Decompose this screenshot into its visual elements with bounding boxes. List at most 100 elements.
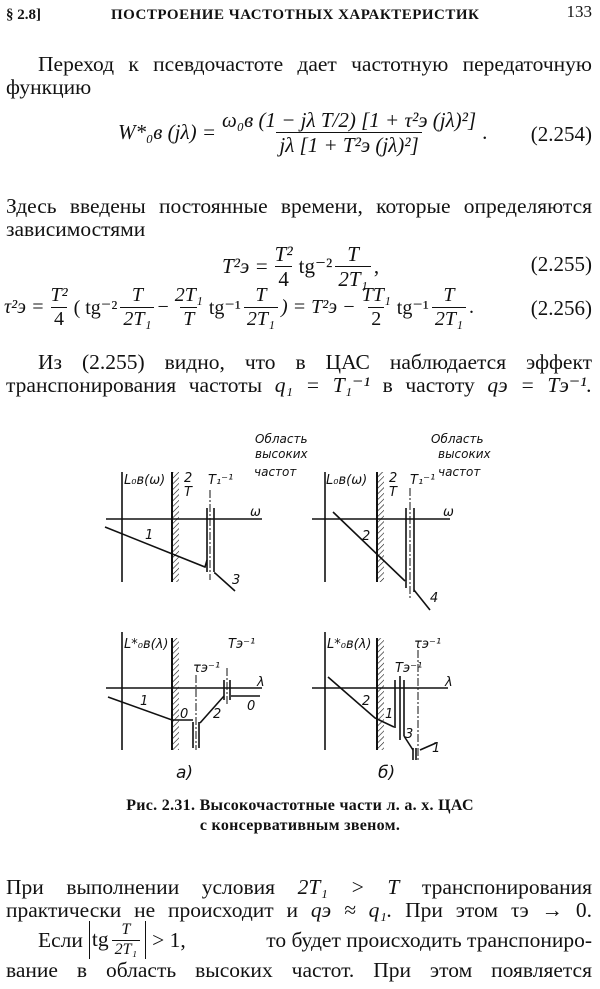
denominator: 2T₁ xyxy=(243,307,278,331)
curve-label: 4 xyxy=(430,591,438,606)
text: в частоту xyxy=(382,373,475,397)
paragraph-line: Из (2.255) видно, что в ЦАС наблюдается … xyxy=(38,350,592,374)
label: T xyxy=(184,485,193,500)
fraction: ω₀в (1 − jλ T/2) [1 + τ²э (jλ)²] jλ [1 +… xyxy=(219,108,479,157)
label: 2 xyxy=(389,471,397,486)
y-label: L₀в(ω) xyxy=(124,473,165,488)
eq-lhs: τ²э = xyxy=(4,296,45,318)
panel-label: б) xyxy=(378,763,395,783)
paragraph-line: практически не происходит и qэ ≈ q₁. При… xyxy=(6,896,592,924)
equation-number: (2.256) xyxy=(530,296,592,320)
denominator: jλ [1 + T²э (jλ)²] xyxy=(276,132,422,157)
punct: . xyxy=(468,296,474,318)
paragraph-line: транспонирования частоты q₁ = T₁⁻¹ в час… xyxy=(6,371,592,399)
denominator: 4 xyxy=(51,307,68,331)
text: транспонирования xyxy=(421,875,592,899)
math: 2T₁ > T xyxy=(297,875,400,899)
numerator: T xyxy=(347,242,359,266)
denominator: 4 xyxy=(275,266,292,291)
numerator: 2T₁ xyxy=(174,284,203,306)
axis-label: ω xyxy=(250,505,261,520)
tg-term: ( tg⁻² xyxy=(73,297,118,319)
hatched-boundary xyxy=(173,472,179,582)
denominator: 2T₁ xyxy=(111,939,141,959)
y-label: L₀в(ω) xyxy=(326,473,367,488)
math: > 1, xyxy=(152,928,186,952)
paragraph-line: Здесь введены постоянные времени, которы… xyxy=(6,194,592,218)
denominator: 2T₁ xyxy=(120,307,155,331)
tg-term: tg⁻² xyxy=(298,254,333,279)
curve-label: 2 xyxy=(362,694,370,709)
math: qэ = Tэ⁻¹. xyxy=(487,373,592,397)
region-label: частот xyxy=(254,465,297,479)
text: Если xyxy=(38,928,83,952)
denominator: T xyxy=(180,307,198,331)
region-label: высоких xyxy=(255,447,309,461)
equation-number: (2.255) xyxy=(530,252,592,276)
paragraph-line: Переход к псевдочастоте дает частотную п… xyxy=(38,52,592,76)
curve-label: 1 xyxy=(385,707,393,722)
equation-2-254: W*₀в (jλ) = ω₀в (1 − jλ T/2) [1 + τ²э (j… xyxy=(118,108,487,157)
curve-label: 1 xyxy=(140,694,148,709)
region-label: частот xyxy=(438,465,481,479)
eq-middle: ) = T²э − xyxy=(281,296,356,318)
axis-label: λ xyxy=(444,675,453,690)
text: практически не происходит и xyxy=(6,898,299,922)
math: q₁ = T₁⁻¹ xyxy=(274,373,370,397)
denominator: 2T₁ xyxy=(335,266,371,291)
tg-term: tg⁻¹ xyxy=(396,297,429,319)
text: При этом τэ → 0. xyxy=(405,898,593,922)
numerator: T² xyxy=(50,284,68,306)
figure-caption: Рис. 2.31. Высокочастотные части л. а. х… xyxy=(126,797,474,814)
label: Tэ⁻¹ xyxy=(395,661,422,676)
tg-term: tg xyxy=(91,927,109,952)
curve-label: 0 xyxy=(180,707,188,722)
numerator: T xyxy=(131,284,143,306)
page-number: 133 xyxy=(566,2,593,21)
equation-number: (2.254) xyxy=(530,122,592,146)
paragraph-line: При выполнении условия 2T₁ > T транспони… xyxy=(6,873,592,901)
numerator: T xyxy=(443,284,455,306)
label: Tэ⁻¹ xyxy=(228,637,255,652)
label: T xyxy=(389,485,398,500)
label: T₁⁻¹ xyxy=(410,473,435,488)
tg-term: tg⁻¹ xyxy=(208,297,241,319)
paragraph-line: вание в область высоких частот. При этом… xyxy=(6,958,592,982)
region-label: высоких xyxy=(438,447,492,461)
paragraph-line: функцию xyxy=(6,75,92,99)
punct: . xyxy=(482,120,488,145)
curve-label: 0 xyxy=(247,699,255,714)
y-label: L*₀в(λ) xyxy=(327,637,371,652)
label: τэ⁻¹ xyxy=(193,661,220,676)
curve-label: 1 xyxy=(432,741,440,756)
numerator: T xyxy=(255,284,267,306)
denominator: 2 xyxy=(368,307,385,331)
eq-lhs: W*₀в (jλ) = xyxy=(118,120,216,145)
numerator: TT₁ xyxy=(361,284,391,306)
chapter-title: ПОСТРОЕНИЕ ЧАСТОТНЫХ ХАРАКТЕРИСТИК xyxy=(111,7,480,23)
numerator: T xyxy=(121,921,131,939)
curve-4 xyxy=(413,589,431,611)
axis-label: ω xyxy=(443,505,454,520)
denominator: 2T₁ xyxy=(431,307,466,331)
numerator: T² xyxy=(274,242,293,266)
y-label: L*₀в(λ) xyxy=(124,637,168,652)
paragraph-line: зависимостями xyxy=(6,217,146,241)
numerator: ω₀в (1 − jλ T/2) [1 + τ²э (jλ)²] xyxy=(222,108,477,132)
curve-3 xyxy=(214,572,236,592)
label: T₁⁻¹ xyxy=(208,473,233,488)
figure-2-31: Область высоких частот Область высоких ч… xyxy=(104,432,492,783)
curve-1 xyxy=(104,526,208,569)
